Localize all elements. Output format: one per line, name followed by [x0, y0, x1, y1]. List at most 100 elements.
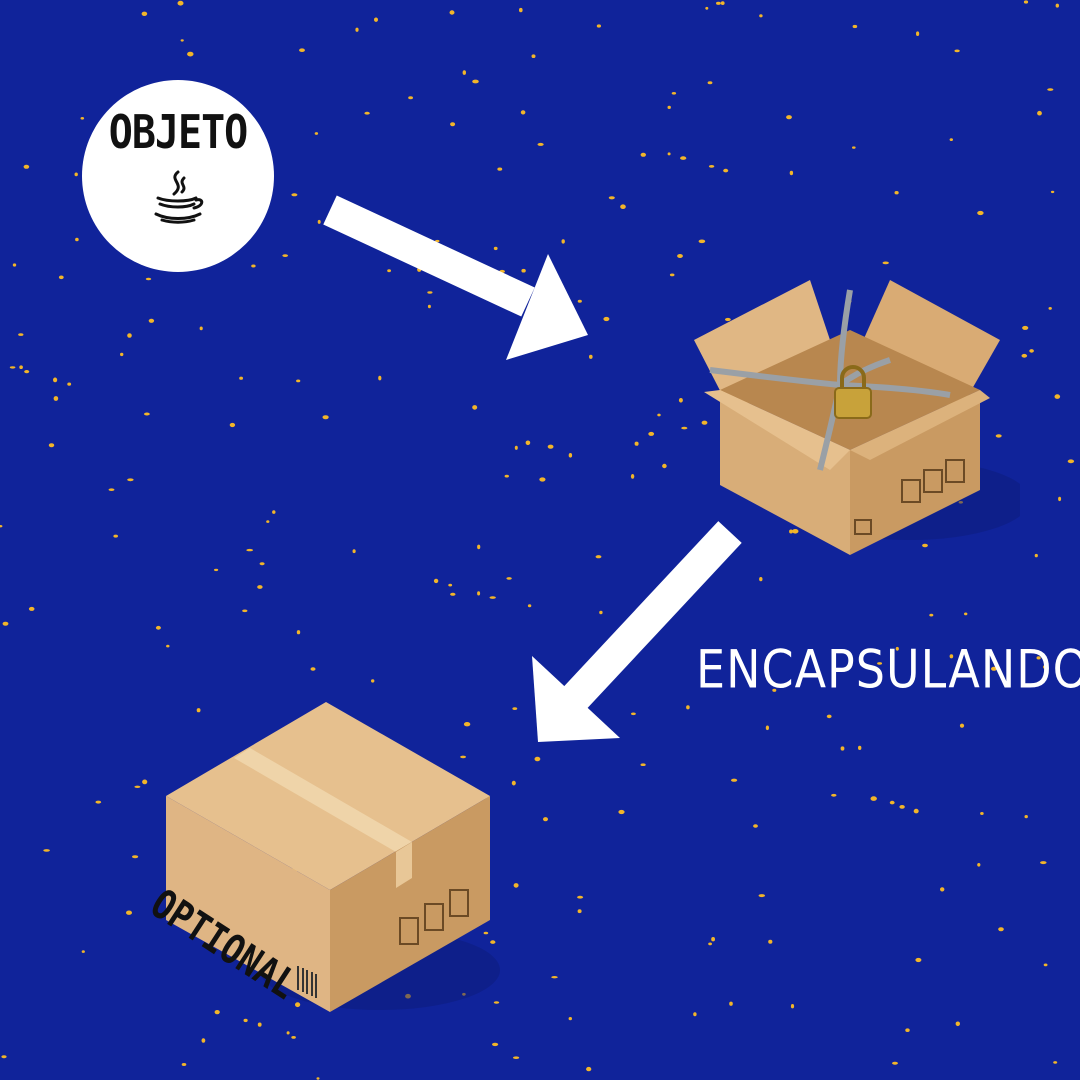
confetti-dot: [435, 239, 440, 243]
confetti-dot: [708, 942, 712, 946]
confetti-dot: [512, 707, 518, 710]
confetti-dot: [577, 909, 582, 914]
confetti-dot: [547, 444, 554, 449]
confetti-dot: [648, 431, 655, 436]
confetti-dot: [1040, 861, 1047, 865]
confetti-dot: [427, 291, 433, 294]
confetti-dot: [449, 10, 455, 15]
confetti-dot: [790, 1004, 795, 1009]
confetti-dot: [640, 763, 646, 766]
confetti-dot: [493, 246, 498, 251]
confetti-dot: [127, 478, 134, 482]
confetti-dot: [852, 146, 856, 149]
confetti-dot: [296, 379, 301, 383]
confetti-dot: [1043, 664, 1048, 670]
confetti-dot: [705, 6, 709, 10]
confetti-dot: [144, 412, 150, 416]
confetti-dot: [53, 377, 58, 383]
confetti-dot: [299, 48, 305, 52]
confetti-dot: [364, 111, 370, 115]
confetti-dot: [640, 152, 646, 157]
confetti-dot: [239, 376, 244, 380]
confetti-dot: [477, 591, 481, 596]
confetti-dot: [667, 152, 671, 156]
confetti-dot: [991, 666, 997, 671]
confetti-dot: [142, 779, 148, 785]
confetti-dot: [870, 796, 877, 801]
confetti-dot: [181, 1063, 187, 1066]
confetti-dot: [519, 7, 523, 13]
confetti-dot: [352, 549, 356, 554]
confetti-dot: [1043, 963, 1048, 967]
confetti-dot: [527, 604, 532, 608]
confetti-dot: [310, 667, 316, 671]
confetti-dot: [753, 824, 758, 828]
java-cup-icon: [154, 170, 204, 224]
confetti-dot: [296, 630, 301, 635]
confetti-dot: [462, 70, 466, 75]
confetti-dot: [789, 170, 794, 176]
confetti-dot: [723, 168, 729, 173]
confetti-dot: [789, 529, 793, 534]
confetti-dot: [472, 79, 479, 84]
confetti-dot: [1021, 353, 1028, 358]
confetti-dot: [67, 382, 72, 386]
confetti-dot: [355, 27, 359, 32]
confetti-dot: [374, 17, 378, 22]
confetti-dot: [246, 548, 253, 552]
confetti-dot: [1023, 0, 1029, 4]
confetti-dot: [693, 1012, 697, 1017]
confetti-dot: [126, 910, 132, 915]
confetti-dot: [708, 165, 715, 168]
confetti-dot: [497, 167, 503, 171]
confetti-dot: [759, 577, 763, 582]
confetti-dot: [561, 239, 565, 244]
confetti-dot: [108, 488, 115, 492]
confetti-dot: [433, 578, 439, 584]
confetti-dot: [483, 931, 489, 935]
confetti-dot: [490, 940, 496, 944]
confetti-dot: [720, 1, 725, 6]
confetti-dot: [551, 976, 558, 979]
confetti-dot: [940, 887, 945, 892]
confetti-dot: [677, 254, 683, 258]
confetti-dot: [995, 434, 1002, 438]
confetti-dot: [291, 193, 298, 197]
confetti-dot: [977, 210, 984, 216]
object-label: OBJETO: [108, 106, 249, 160]
confetti-dot: [1050, 190, 1055, 194]
confetti-dot: [568, 1017, 572, 1021]
confetti-dot: [922, 543, 928, 548]
confetti-dot: [977, 863, 981, 867]
confetti-dot: [513, 1056, 520, 1059]
confetti-dot: [521, 268, 526, 273]
confetti-dot: [316, 1077, 320, 1080]
confetti-dot: [199, 326, 203, 331]
confetti-dot: [599, 610, 603, 615]
confetti-dot: [634, 441, 639, 446]
confetti-dot: [537, 142, 544, 146]
confetti-dot: [620, 204, 626, 209]
confetti-dot: [463, 722, 471, 727]
confetti-dot: [257, 1022, 262, 1027]
confetti-dot: [889, 800, 895, 805]
confetti-dot: [242, 609, 248, 613]
confetti-dot: [998, 927, 1004, 932]
confetti-dot: [511, 780, 516, 786]
confetti-dot: [493, 1001, 500, 1004]
confetti-dot: [831, 793, 837, 797]
confetti-dot: [759, 14, 763, 18]
confetti-dot: [698, 239, 706, 244]
confetti-dot: [772, 688, 777, 692]
confetti-dot: [53, 396, 59, 401]
confetti-dot: [134, 785, 141, 788]
confetti-dot: [148, 318, 155, 323]
open-chained-box: [694, 280, 1020, 555]
confetti-dot: [543, 817, 548, 822]
confetti-dot: [489, 596, 496, 599]
confetti-dot: [187, 51, 194, 57]
confetti-dot: [669, 273, 675, 277]
confetti-dot: [1058, 496, 1062, 502]
confetti-dot: [314, 132, 319, 135]
